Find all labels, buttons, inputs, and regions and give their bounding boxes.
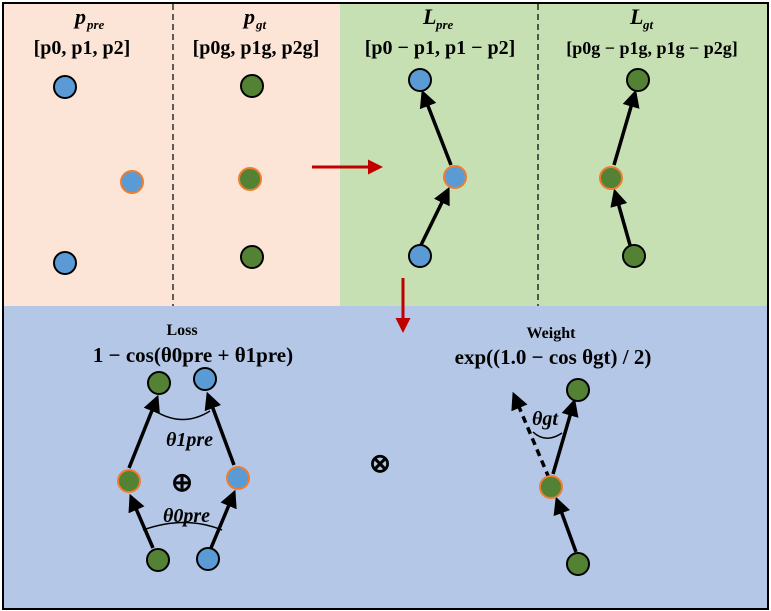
loss-vec-left-lower [128,493,155,549]
title-l-pre: L pre [p0 − p1, p1 − p2] [365,4,516,59]
weight-vec-upper [551,398,579,475]
title-p-gt: p gt [p0g, p1g, p2g] [193,4,320,59]
loss-theta0-label: θ0pre [163,505,210,527]
node-p2g [240,245,264,269]
weight-arc [532,431,563,439]
loss-label: Loss [166,322,197,339]
node-lpre-bottom [408,244,432,268]
loss-vec-right-upper [204,391,236,466]
vec-l-gt-upper [612,89,640,166]
loss-arc-theta0 [142,521,223,531]
weight-label: Weight [527,325,577,342]
node-p0g [240,74,264,98]
node-lgt-bottom [622,244,646,268]
title-p-pre: p pre [p0, p1, p2] [34,4,131,59]
loss-theta1-label: θ1pre [166,429,213,451]
title-p-pre-vector: [p0, p1, p2] [34,37,131,59]
loss-node-right-top [193,367,217,391]
title-l-pre-sub: pre [435,17,454,32]
loss-node-left-mid [117,469,141,493]
title-l-gt-sub: gt [642,17,654,32]
loss-node-right-mid [226,466,250,490]
loss-node-left-bottom [146,548,170,572]
plus-symbol: ⊕ [171,468,193,497]
weight-vec-dashed [511,391,551,479]
weight-node-bottom [566,552,590,576]
vec-l-gt-lower [610,188,632,246]
node-lgt-mid [599,166,623,190]
title-l-gt-symbol: L [629,4,643,29]
title-p-pre-symbol: p [73,4,86,29]
loss-node-left-top [147,371,171,395]
loss-node-right-bottom [196,547,220,571]
node-p1 [120,170,144,194]
weight-node-top [566,378,590,402]
loss-vec-left-upper [127,394,160,469]
title-l-gt: L gt [p0g − p1g, p1g − p2g] [566,4,738,58]
loss-formula: 1 − cos(θ0pre + θ1pre) [93,343,293,367]
weight-formula: exp((1.0 − cos θgt) / 2) [455,345,652,369]
node-p2 [53,251,77,275]
vec-l-pre-upper [419,89,453,166]
vec-l-pre-lower [419,186,450,246]
node-lgt-top [626,68,650,92]
title-p-gt-symbol: p [242,4,255,29]
node-lpre-mid [443,165,467,189]
title-p-pre-sub: pre [86,17,105,32]
multiply-symbol: ⊗ [369,449,391,478]
weight-node-mid [539,475,563,499]
title-l-pre-vector: [p0 − p1, p1 − p2] [365,37,516,59]
node-p1g [238,167,262,191]
node-lpre-top [408,68,432,92]
title-p-gt-vector: [p0g, p1g, p2g] [193,37,320,59]
loss-vec-right-lower [209,489,237,549]
weight-theta-label: θgt [532,408,559,430]
weight-vec-lower [553,496,578,553]
title-p-gt-sub: gt [255,17,267,32]
title-l-pre-symbol: L [422,4,436,29]
node-p0 [53,75,77,99]
title-l-gt-vector: [p0g − p1g, p1g − p2g] [566,38,738,58]
